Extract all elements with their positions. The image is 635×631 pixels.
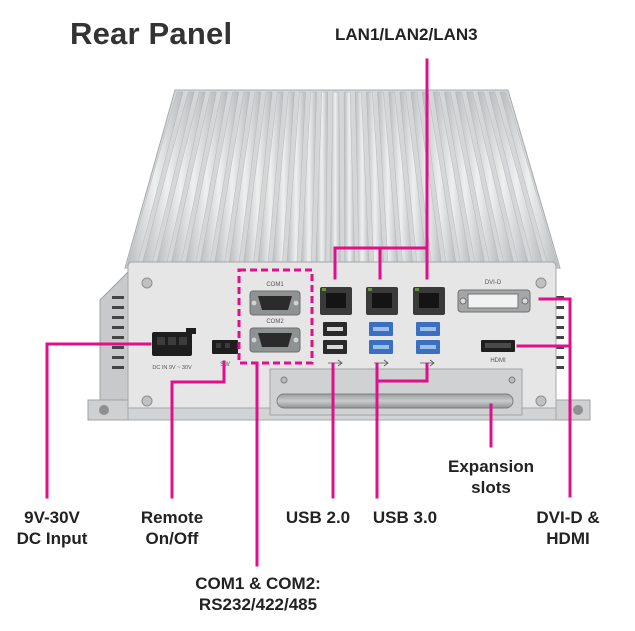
hdmi-port (481, 340, 515, 352)
usb3-callout-label: USB 3.0 (372, 508, 438, 527)
dc-input-callout-label: 9V-30V DC Input (16, 508, 88, 548)
expansion-callout-label: Expansion slots (448, 457, 534, 497)
usb2-callout-label: USB 2.0 (285, 508, 351, 527)
dvi-panel-label: DVI-D (485, 280, 502, 286)
panel-screw-bl (141, 395, 153, 407)
lan1-port (320, 287, 352, 315)
heatsink (124, 89, 561, 269)
remote-callout-line (170, 360, 226, 499)
heatsink-fin (499, 91, 559, 267)
usb3-callout-line (375, 362, 429, 499)
com-highlight-box (237, 268, 314, 365)
usb-icon-left (328, 359, 343, 367)
panel-screw-br (535, 395, 547, 407)
heatsink-fins (126, 91, 559, 267)
lan3-port (413, 287, 445, 315)
lan-callout-line (333, 58, 429, 280)
lan-callout-label: LAN1/LAN2/LAN3 (335, 25, 478, 44)
callout-lines (45, 58, 572, 567)
left-foot-screw (99, 405, 109, 415)
remote-callout-label: Remote On/Off (140, 508, 204, 548)
com-callout-label: COM1 & COM2: RS232/422/485 (195, 574, 321, 614)
panel-screw-tl (141, 277, 153, 289)
dc-input-callout-line (45, 342, 152, 499)
dvi-hdmi-callout-label: DVI-D & HDMI (536, 508, 600, 548)
com2-port (249, 327, 301, 353)
com2-panel-label: COM2 (266, 319, 284, 325)
dc-input-panel-label: DC IN 9V ~ 30V (152, 365, 192, 371)
usb2-ports (323, 322, 347, 354)
left-vents (112, 296, 124, 369)
panel-screw-tr (535, 277, 547, 289)
lan2-port (366, 287, 398, 315)
expansion-slot-area (269, 368, 523, 416)
page-title: Rear Panel (70, 16, 233, 51)
remote-switch-connector (212, 340, 238, 354)
com1-port (249, 290, 301, 316)
dc-input-connector (152, 328, 196, 356)
right-foot-screw (573, 405, 583, 415)
hdmi-panel-label: HDMI (490, 358, 506, 364)
dvi-hdmi-callout-line (516, 297, 572, 498)
dvi-d-port (457, 289, 531, 313)
usb3-ports (369, 322, 440, 354)
com1-panel-label: COM1 (266, 282, 284, 288)
